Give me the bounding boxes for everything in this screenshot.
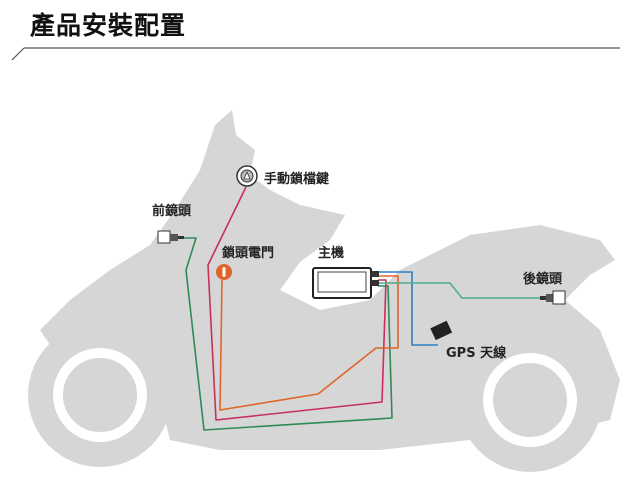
title-divider [11, 47, 620, 61]
rear-camera-cable [378, 282, 540, 299]
front-camera-cable [182, 237, 393, 431]
main-unit-icon [312, 267, 379, 299]
lock-button-cable [207, 186, 387, 421]
lock-button-icon [236, 165, 258, 187]
wheels [53, 348, 577, 447]
page-title: 產品安裝配置 [30, 11, 187, 40]
gps-cable [378, 271, 438, 346]
ignition-label: 鎖頭電門 [222, 246, 275, 261]
front-camera-icon [157, 230, 184, 244]
rear-camera-icon [540, 290, 566, 305]
gps-label: GPS 天線 [446, 346, 507, 361]
ignition-icon [216, 264, 232, 280]
main-unit-label: 主機 [318, 246, 345, 261]
gps-antenna-icon [430, 320, 453, 341]
lock-button-label: 手動鎖檔鍵 [264, 172, 330, 187]
rear-camera-label: 後鏡頭 [523, 272, 563, 287]
ignition-cable [219, 275, 399, 411]
front-camera-label: 前鏡頭 [152, 204, 192, 219]
